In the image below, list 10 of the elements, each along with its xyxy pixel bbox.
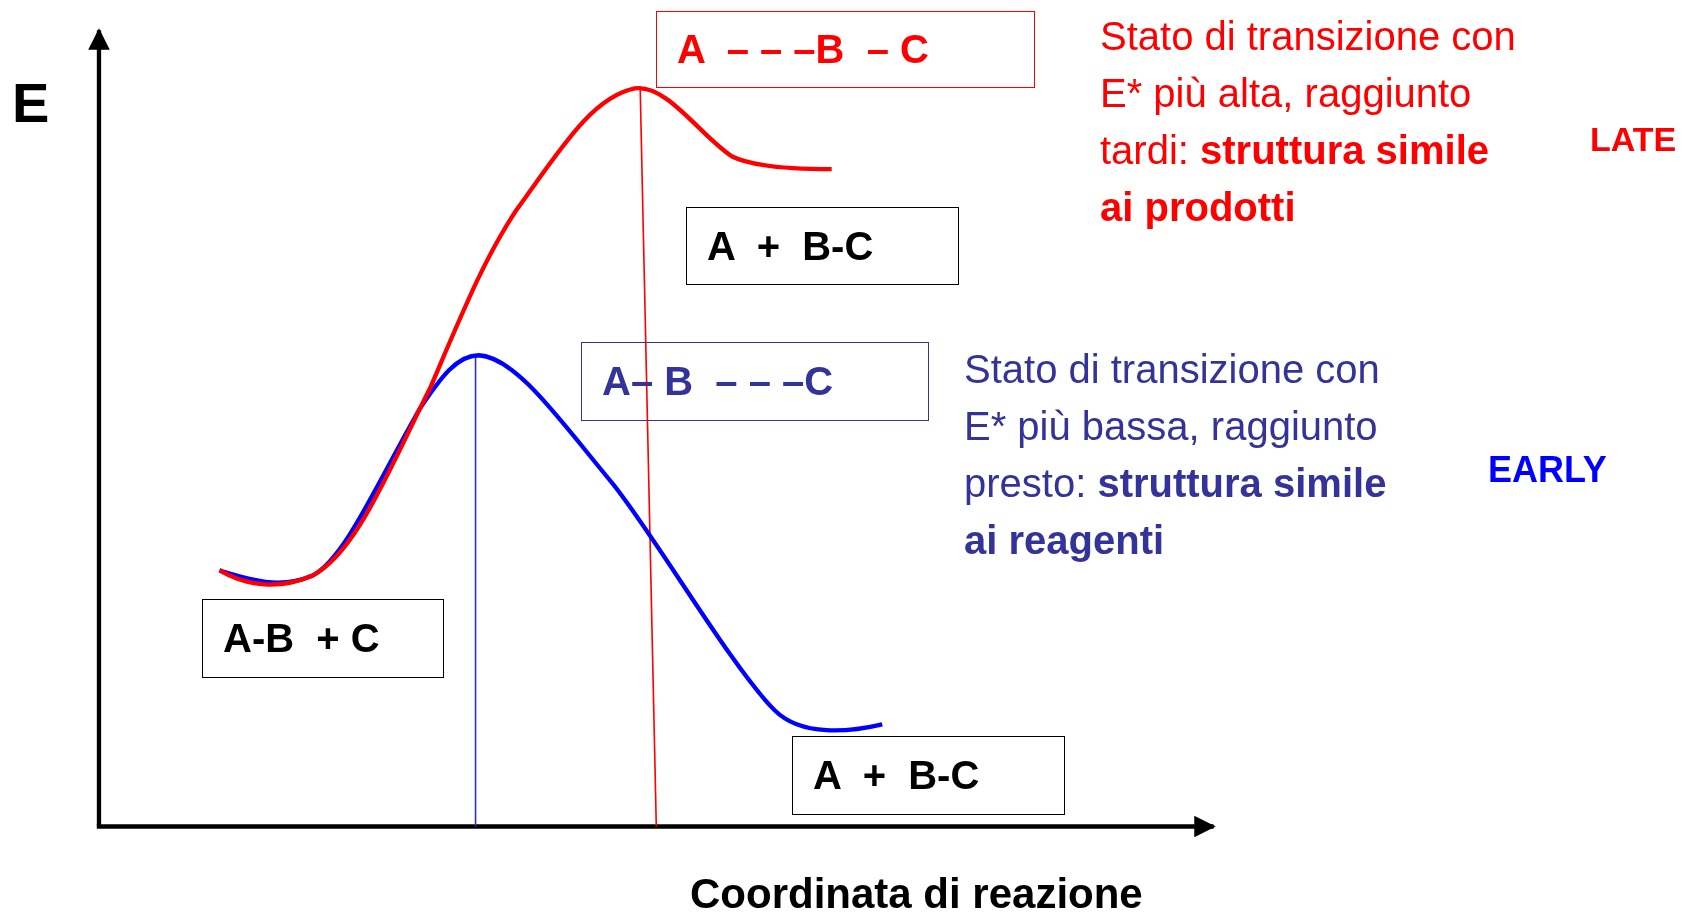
tag-label: EARLY <box>1488 449 1608 491</box>
species-box: A – – –B – C <box>656 11 1035 88</box>
species-box: A + B-C <box>792 736 1065 815</box>
axis-label: E <box>12 70 51 135</box>
species-box: A + B-C <box>686 207 959 285</box>
species-box: A-B + C <box>202 599 444 678</box>
annotation-text: Stato di transizione con E* più bassa, raggiunto presto: struttura simile ai reagenti <box>964 346 1388 564</box>
tag-label: LATE <box>1590 120 1678 159</box>
annotation-text: Stato di transizione con E* più alta, raggiunto tardi: struttura simile ai prodotti <box>1100 13 1517 231</box>
axis-label: Coordinata di reazione <box>690 870 1144 916</box>
